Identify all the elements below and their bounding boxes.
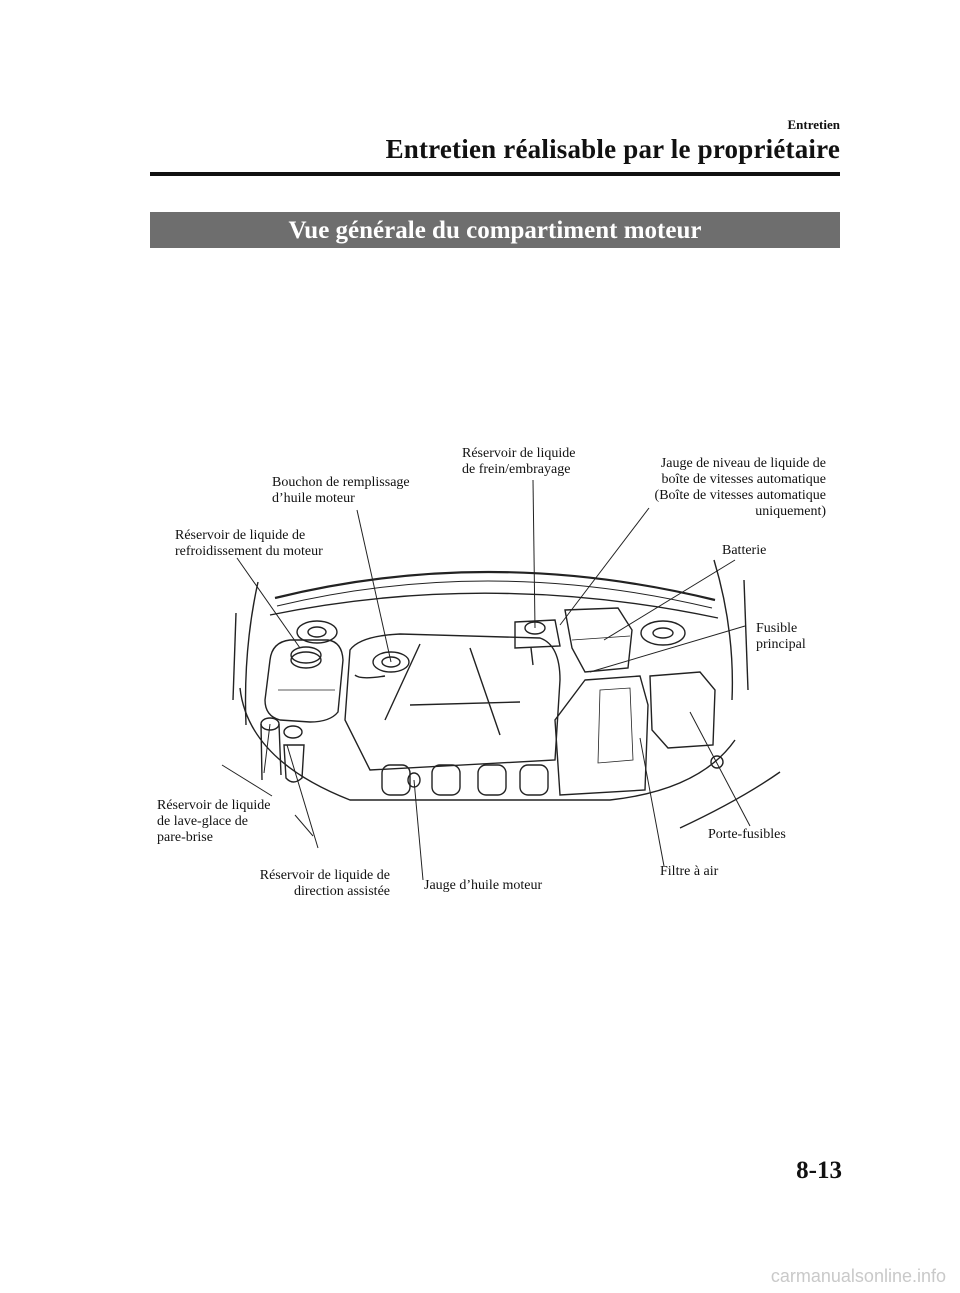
strut-tower-right	[640, 620, 686, 646]
label-battery: Batterie	[722, 543, 767, 558]
air-filter-shape	[554, 675, 649, 796]
coolant-reservoir-shape	[264, 639, 344, 723]
section-banner: Vue générale du compartiment moteur	[150, 212, 840, 248]
battery-shape	[564, 607, 633, 673]
washer-reservoir-shape	[260, 717, 282, 781]
page-number: 8-13	[796, 1157, 842, 1184]
label-coolant-reservoir: Réservoir de liquide de refroidissement …	[175, 528, 323, 559]
hood-outline	[232, 559, 781, 829]
chapter-label: Entretien	[787, 117, 840, 132]
label-power-steering-reservoir: Réservoir de liquide de direction assist…	[259, 868, 390, 899]
footer-band	[0, 1262, 960, 1293]
brake-reservoir-shape	[514, 619, 561, 666]
intake-runners	[381, 764, 549, 796]
label-washer-reservoir: Réservoir de liquide de lave-glace de pa…	[157, 798, 271, 845]
leader-lines	[221, 479, 751, 881]
watermark-link[interactable]: carmanualsonline.info	[770, 1266, 946, 1286]
engine-cover-shape	[344, 633, 561, 771]
fuse-block-shape	[649, 671, 724, 769]
label-atf-dipstick: Jauge de niveau de liquide de boîte de v…	[654, 456, 826, 519]
label-oil-filler-cap: Bouchon de remplissage d’huile moteur	[272, 475, 410, 506]
label-engine-oil-dipstick: Jauge d’huile moteur	[424, 878, 543, 893]
title-rule	[150, 172, 840, 176]
label-air-filter: Filtre à air	[660, 864, 719, 879]
power-steering-reservoir-shape	[283, 725, 305, 783]
strut-tower-left	[296, 620, 338, 644]
page-title: Entretien réalisable par le propriétaire	[385, 134, 840, 164]
label-main-fuse: Fusible principal	[756, 621, 806, 652]
label-fuse-block: Porte-fusibles	[708, 827, 786, 842]
label-brake-reservoir: Réservoir de liquide de frein/embrayage	[462, 446, 576, 477]
